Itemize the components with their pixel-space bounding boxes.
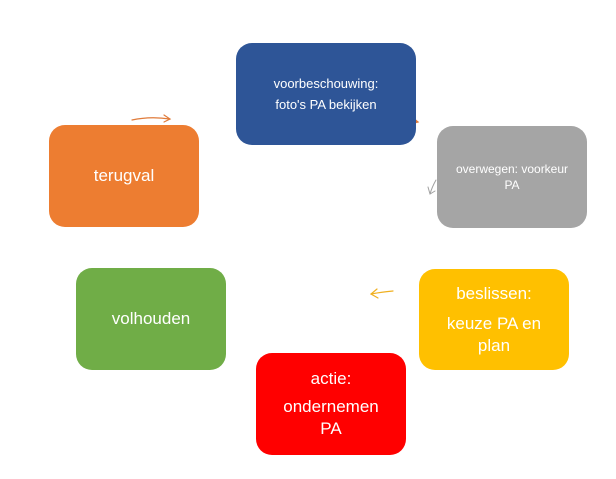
node-actie: actie: ondernemen PA (256, 353, 406, 455)
node-beslissen-line1: beslissen: (456, 283, 532, 303)
node-actie-line2: ondernemen (283, 397, 379, 416)
node-overwegen-line1: overwegen: voorkeur (455, 162, 569, 176)
node-overwegen: overwegen: voorkeur PA (437, 126, 587, 228)
node-overwegen-line2: PA (504, 178, 520, 192)
node-terugval-line1: terugval (93, 166, 155, 185)
node-terugval: terugval (49, 125, 199, 227)
arrow-beslissen-to-actie (369, 288, 394, 299)
node-beslissen-line2: keuze PA en (446, 313, 542, 333)
arrow-overwegen-to-beslissen (427, 179, 437, 195)
node-actie-line3: PA (320, 419, 342, 438)
node-voorbeschouwing: voorbeschouwing: foto's PA bekijken (236, 43, 416, 145)
node-actie-line1: actie: (310, 369, 352, 388)
node-beslissen: beslissen: keuze PA en plan (419, 269, 569, 370)
node-volhouden: volhouden (76, 268, 226, 370)
node-beslissen-line3: plan (477, 335, 511, 355)
arrow-terugval-to-voorbeschouwing (131, 114, 172, 123)
node-volhouden-line1: volhouden (111, 309, 191, 328)
node-voorbeschouwing-line2: foto's PA bekijken (275, 97, 377, 112)
node-voorbeschouwing-line1: voorbeschouwing: (273, 76, 379, 91)
